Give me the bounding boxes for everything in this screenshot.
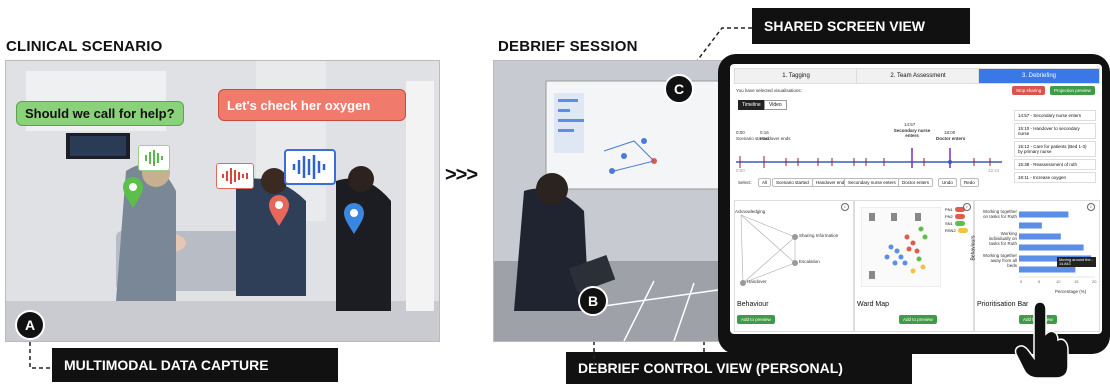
bar-x-label: Percentage (%) bbox=[1055, 289, 1087, 294]
filter-all-button[interactable]: All bbox=[758, 178, 772, 187]
marker-a: A bbox=[15, 310, 45, 340]
info-icon[interactable]: i bbox=[1087, 203, 1095, 211]
multimodal-data-capture-label: MULTIMODAL DATA CAPTURE bbox=[52, 348, 338, 382]
timeline-axis-start: 0:00 bbox=[736, 168, 745, 173]
behaviour-title: Behaviour bbox=[737, 301, 769, 308]
audio-wave-icon bbox=[284, 149, 336, 185]
projection-preview-button[interactable]: Projection preview bbox=[1050, 86, 1095, 95]
behaviour-add-to-preview-button[interactable]: Add to preview bbox=[737, 315, 775, 324]
debrief-control-view-label: DEBRIEF CONTROL VIEW (PERSONAL) bbox=[566, 352, 912, 384]
ward-map-hexbin bbox=[861, 207, 941, 287]
event-item[interactable]: 18:11 - Increase oxygen bbox=[1014, 172, 1096, 183]
timeline-secondary-nurse-label: Secondary nurse enters bbox=[893, 128, 931, 138]
timeline-doctor-label: Doctor enters bbox=[936, 136, 966, 141]
location-pin-icon bbox=[344, 203, 364, 234]
bar-category-label: Working together on tasks for Ruth bbox=[982, 209, 1017, 219]
network-node-label: Handover bbox=[747, 279, 767, 284]
ward-map-title: Ward Map bbox=[857, 301, 890, 308]
speech-bubble-check-oxygen: Let's check her oxygen bbox=[218, 89, 406, 121]
timeline-handover-label: Handover ends bbox=[760, 136, 791, 141]
flow-arrow-text: >>> bbox=[445, 164, 478, 186]
clinical-scenario-heading: CLINICAL SCENARIO bbox=[6, 38, 163, 55]
x-tick-label: 15 bbox=[1074, 279, 1079, 284]
behaviour-network bbox=[740, 214, 798, 286]
bar[interactable] bbox=[1019, 244, 1084, 251]
info-icon[interactable]: i bbox=[841, 203, 849, 211]
toggle-pn2[interactable]: PN2 bbox=[945, 214, 968, 219]
info-icon[interactable]: i bbox=[963, 203, 971, 211]
toggle-rsn2[interactable]: RSN2 bbox=[945, 228, 968, 233]
bar-category-label: Working individually on tasks for Ruth bbox=[988, 231, 1017, 246]
redo-button[interactable]: Redo bbox=[960, 178, 979, 187]
event-item[interactable]: 15:10 - Handover to secondary nurse bbox=[1014, 123, 1096, 139]
marker-c: C bbox=[664, 74, 694, 104]
timeline-panel: 0:00 Scenario started 0:16 Handover ends… bbox=[736, 114, 1004, 194]
tab-debriefing[interactable]: 3. Debriefing bbox=[978, 68, 1100, 84]
filter-scenario-started-button[interactable]: Scenario started bbox=[772, 178, 813, 187]
network-node-label: Sharing Information bbox=[799, 233, 839, 238]
timeline-start-label: Scenario started bbox=[736, 136, 769, 141]
clinical-scenario-photo: Should we call for help? Let's check her… bbox=[5, 60, 440, 342]
hand-pointer-icon bbox=[1014, 301, 1069, 379]
tablet-screen: 1. Tagging 2. Team Assessment 3. Debrief… bbox=[730, 64, 1102, 334]
event-item[interactable]: 15:12 - Care for patients (Bed 1-3) by p… bbox=[1014, 141, 1096, 157]
debrief-session-photo bbox=[493, 60, 726, 342]
marker-b: B bbox=[578, 286, 608, 316]
x-tick-label: 5 bbox=[1038, 279, 1041, 284]
tab-tagging[interactable]: 1. Tagging bbox=[734, 68, 858, 84]
timeline-secondary-nurse-time: 14:57 bbox=[904, 122, 916, 127]
behaviour-panel: Acknowledging Sharing Information Escala… bbox=[734, 200, 854, 332]
ward-map-add-to-preview-button[interactable]: Add to preview bbox=[899, 315, 937, 324]
debrief-room-illustration bbox=[494, 61, 725, 341]
events-list: 14:57 - Secondary nurse enters 15:10 - H… bbox=[1014, 110, 1096, 185]
timeline-axis-end: 22:24 bbox=[988, 168, 1000, 173]
location-pin-icon bbox=[123, 177, 143, 208]
x-tick-label: 10 bbox=[1056, 279, 1061, 284]
speech-bubble-call-for-help: Should we call for help? bbox=[16, 101, 184, 126]
ward-map-panel: PN1 PN2 SN1 RSN2 i Ward Map Add to previ… bbox=[854, 200, 974, 332]
filter-doctor-enters-button[interactable]: Doctor enters bbox=[898, 178, 934, 187]
undo-button[interactable]: Undo bbox=[938, 178, 957, 187]
bar[interactable] bbox=[1019, 266, 1076, 273]
toggle-sn1[interactable]: SN1 bbox=[945, 221, 968, 226]
event-item[interactable]: 15:38 - Reassessment of ruth bbox=[1014, 159, 1096, 170]
bar[interactable] bbox=[1019, 233, 1061, 240]
tab-timeline[interactable]: Timeline bbox=[738, 100, 765, 110]
bar-axis-title: Behaviours bbox=[970, 235, 977, 261]
prioritisation-bar-title: Prioritisation Bar bbox=[977, 301, 1029, 308]
stop-sharing-button[interactable]: Stop sharing bbox=[1012, 86, 1046, 95]
timeline-track bbox=[736, 148, 1002, 168]
event-item[interactable]: 14:57 - Secondary nurse enters bbox=[1014, 110, 1096, 121]
shared-screen-view-label: SHARED SCREEN VIEW bbox=[752, 8, 970, 44]
filter-secondary-nurse-button[interactable]: Secondary nurse enters bbox=[844, 178, 900, 187]
bar-category-label: Working together away from all beds bbox=[982, 253, 1017, 268]
select-label: Select: bbox=[738, 180, 752, 185]
network-node-label: Escalation bbox=[799, 259, 820, 264]
location-pin-icon bbox=[269, 195, 289, 226]
toggle-pn1[interactable]: PN1 bbox=[945, 207, 968, 212]
x-tick-label: 20 bbox=[1092, 279, 1097, 284]
selected-visualisations-text: You have selected visualisations: bbox=[736, 88, 802, 93]
x-tick-label: 0 bbox=[1020, 279, 1023, 284]
tab-video[interactable]: Video bbox=[764, 100, 787, 110]
tablet-device: 1. Tagging 2. Team Assessment 3. Debrief… bbox=[718, 54, 1110, 354]
timeline-doctor-time: 18:00 bbox=[944, 130, 956, 135]
prioritisation-bar-chart: 0 5 10 15 20 bbox=[1019, 211, 1097, 284]
timeline-start-time: 0:00 bbox=[736, 130, 745, 135]
audio-wave-icon bbox=[138, 145, 170, 171]
bar[interactable] bbox=[1019, 255, 1092, 262]
bar-tooltip: Moving around the... 14.843 bbox=[1057, 257, 1096, 267]
ward-map-legend: PN1 PN2 SN1 RSN2 bbox=[945, 207, 968, 235]
network-node-label: Acknowledging bbox=[735, 209, 766, 214]
tooltip-value: 14.843 bbox=[1059, 262, 1071, 266]
bar[interactable] bbox=[1019, 222, 1042, 229]
tab-team-assessment[interactable]: 2. Team Assessment bbox=[856, 68, 980, 84]
timeline-handover-time: 0:16 bbox=[760, 130, 769, 135]
audio-wave-icon bbox=[216, 163, 254, 189]
tooltip-title: Moving around the... bbox=[1059, 258, 1094, 262]
bar[interactable] bbox=[1019, 211, 1069, 218]
debrief-session-heading: DEBRIEF SESSION bbox=[498, 38, 638, 55]
